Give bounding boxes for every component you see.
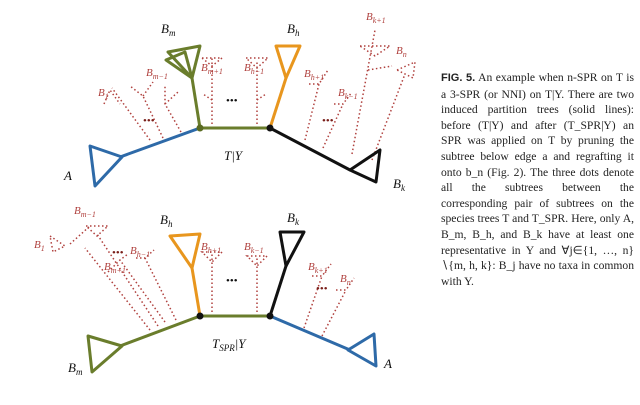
- bottom-label-bmp1: Bm+1: [104, 261, 126, 275]
- bottom-subtree-bk: [278, 230, 306, 268]
- top-edge-bh: [268, 77, 288, 129]
- bottom-label-b1: B1: [34, 239, 45, 253]
- bottom-subtree-b1-fork: [69, 225, 91, 245]
- top-subtree-bmp1-fork: [202, 93, 213, 101]
- bottom-subtree-bkp1-branch: [303, 275, 323, 329]
- bottom-subtree-b1-tri: [48, 234, 67, 254]
- bottom-subtree-bh: [168, 232, 202, 270]
- bottom-tree: ••• ••• ••• Bm Bh Bk A TSPR|Y B1 Bm−1 Bm…: [34, 205, 392, 377]
- caption-label: FIG. 5.: [441, 72, 476, 84]
- top-label-bh: Bh: [287, 21, 300, 38]
- bottom-label-bhp1: Bh+1: [201, 241, 221, 255]
- top-node-left: [196, 124, 204, 132]
- figure-caption: FIG. 5. An example when n-SPR on T is a …: [441, 70, 634, 289]
- top-edge-bk: [269, 126, 351, 172]
- top-subtree-bm1-fork: [142, 81, 154, 97]
- top-dots-right: •••: [322, 115, 334, 127]
- tree-figure: ••• ••• ••• A Bm Bh Bk T|Y B1 Bm−1 Bm+1 …: [34, 11, 416, 377]
- top-label-bhp1: Bh+1: [304, 68, 324, 82]
- bottom-edge-bk: [268, 265, 288, 317]
- top-tree: ••• ••• ••• A Bm Bh Bk T|Y B1 Bm−1 Bm+1 …: [63, 11, 416, 193]
- bottom-subtree-bhm1-branch: [144, 257, 177, 321]
- bottom-label-bkp1: Bk+1: [308, 261, 328, 275]
- top-edge-bm: [190, 77, 202, 129]
- top-subtree-bhp1-fork: [309, 69, 329, 85]
- top-tree-label: T|Y: [224, 148, 244, 163]
- bottom-dots-left: •••: [112, 247, 124, 259]
- top-subtree-bh: [274, 44, 302, 80]
- top-subtree-bm1b-branch: [164, 86, 182, 133]
- bottom-subtree-bmp1-branch: [119, 259, 166, 323]
- bottom-subtree-bn-branch: [321, 289, 347, 337]
- bottom-subtree-bkp1-fork: [312, 263, 332, 277]
- bottom-dotted-subtrees: [48, 225, 355, 337]
- caption-text: An example when n-SPR on T is a 3-SPR (o…: [441, 71, 634, 288]
- bottom-subtree-a: [346, 332, 378, 368]
- bottom-label-bkm1: Bk−1: [244, 241, 264, 255]
- top-subtree-bhm1-fork: [256, 93, 267, 101]
- bottom-node-right: [266, 312, 274, 320]
- top-subtree-bk: [348, 148, 382, 184]
- top-subtree-bkp1-tri: [357, 45, 393, 57]
- top-label-bm: Bm: [161, 21, 176, 38]
- top-label-bn: Bn: [396, 45, 407, 59]
- top-subtree-bkp1-branch: [351, 29, 376, 155]
- top-label-bk: Bk: [393, 176, 406, 193]
- top-subtree-bm1-branch: [129, 85, 164, 139]
- bottom-edge-bm: [119, 314, 201, 348]
- top-label-b1: B1: [98, 87, 109, 101]
- top-subtree-bkm1-branch: [322, 103, 344, 149]
- bottom-node-left: [196, 312, 204, 320]
- bottom-subtree-bkm1-tri: [245, 255, 269, 268]
- figure-panel: ••• ••• ••• A Bm Bh Bk T|Y B1 Bm−1 Bm+1 …: [34, 11, 416, 377]
- top-dots-left: •••: [143, 115, 155, 127]
- bottom-subtree-b1-branch: [84, 247, 151, 331]
- top-subtree-bn-tri: [395, 60, 416, 80]
- bottom-subtree-bhp1-tri: [200, 251, 224, 264]
- top-subtree-bm-tri: [166, 44, 202, 80]
- bottom-label-bhm1: Bh−1: [130, 245, 150, 259]
- bottom-subtree-bhm1-fork: [136, 249, 155, 259]
- top-label-bkp1: Bk+1: [366, 11, 386, 25]
- top-subtree-bhp1-branch: [304, 83, 320, 141]
- top-subtree-bkp1-fork: [367, 65, 393, 71]
- bottom-subtree-bm1-branch: [96, 233, 159, 327]
- bottom-edge-bh: [190, 267, 202, 317]
- bottom-label-bm1: Bm−1: [74, 205, 96, 219]
- top-subtree-bm: [164, 50, 194, 80]
- bottom-label-bn: Bn: [340, 273, 351, 287]
- top-subtree-bn-branch: [371, 73, 406, 161]
- bottom-subtree-bm: [86, 334, 124, 374]
- bottom-dots-center: •••: [226, 275, 238, 287]
- bottom-label-bh: Bh: [160, 212, 173, 229]
- bottom-subtree-bmp1-fork: [107, 253, 129, 273]
- bottom-subtree-bm1-tri: [84, 225, 110, 238]
- top-subtree-bkm1-fork: [334, 91, 353, 105]
- top-dots-center: •••: [226, 95, 238, 107]
- top-label-bmp1: Bm+1: [201, 62, 223, 76]
- bottom-label-a: A: [383, 356, 392, 371]
- top-node-right: [266, 124, 274, 132]
- top-edge-a: [119, 126, 201, 159]
- top-dotted-subtrees: [103, 29, 416, 161]
- top-subtree-a: [88, 144, 124, 188]
- top-subtree-bhm1-tri: [244, 57, 270, 70]
- top-label-bhm1: Bh−1: [244, 62, 264, 76]
- bottom-label-bk: Bk: [287, 210, 300, 227]
- top-label-bkm1: Bk−1: [338, 87, 358, 101]
- top-label-bm1: Bm−1: [146, 67, 168, 81]
- bottom-edge-a: [269, 314, 351, 352]
- bottom-label-bm: Bm: [68, 360, 83, 377]
- top-subtree-b1-branch: [111, 87, 151, 141]
- top-subtree-b1-fork: [103, 88, 121, 105]
- top-label-a: A: [63, 168, 72, 183]
- bottom-dots-right: •••: [316, 283, 328, 295]
- bottom-tree-label: TSPR|Y: [212, 336, 247, 353]
- top-subtree-bm1b-fork: [164, 91, 179, 105]
